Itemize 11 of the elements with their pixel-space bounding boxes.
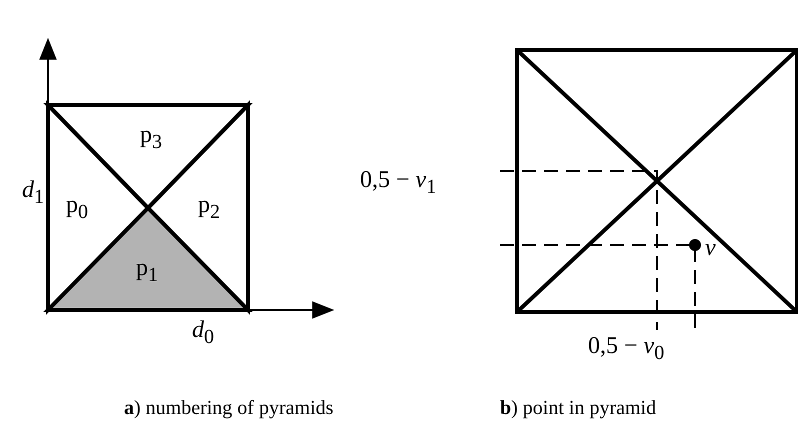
caption: a) numbering of pyramids	[124, 398, 334, 418]
dimension-label: 0,5 − v$_{1}$	[360, 168, 436, 197]
pyramid-label: p$_{1}$	[136, 256, 158, 285]
axis-label: d$_{0}$	[192, 318, 214, 347]
caption: b) point in pyramid	[500, 398, 656, 418]
axis-label: d$_{1}$	[22, 178, 44, 207]
dimension-label: 0,5 − v$_{0}$	[588, 334, 664, 363]
pyramid-label: p$_{3}$	[140, 123, 162, 152]
pyramid-label: p$_{0}$	[66, 193, 88, 222]
pyramid-label: p$_{2}$	[198, 193, 220, 222]
point-label: v	[705, 236, 716, 260]
